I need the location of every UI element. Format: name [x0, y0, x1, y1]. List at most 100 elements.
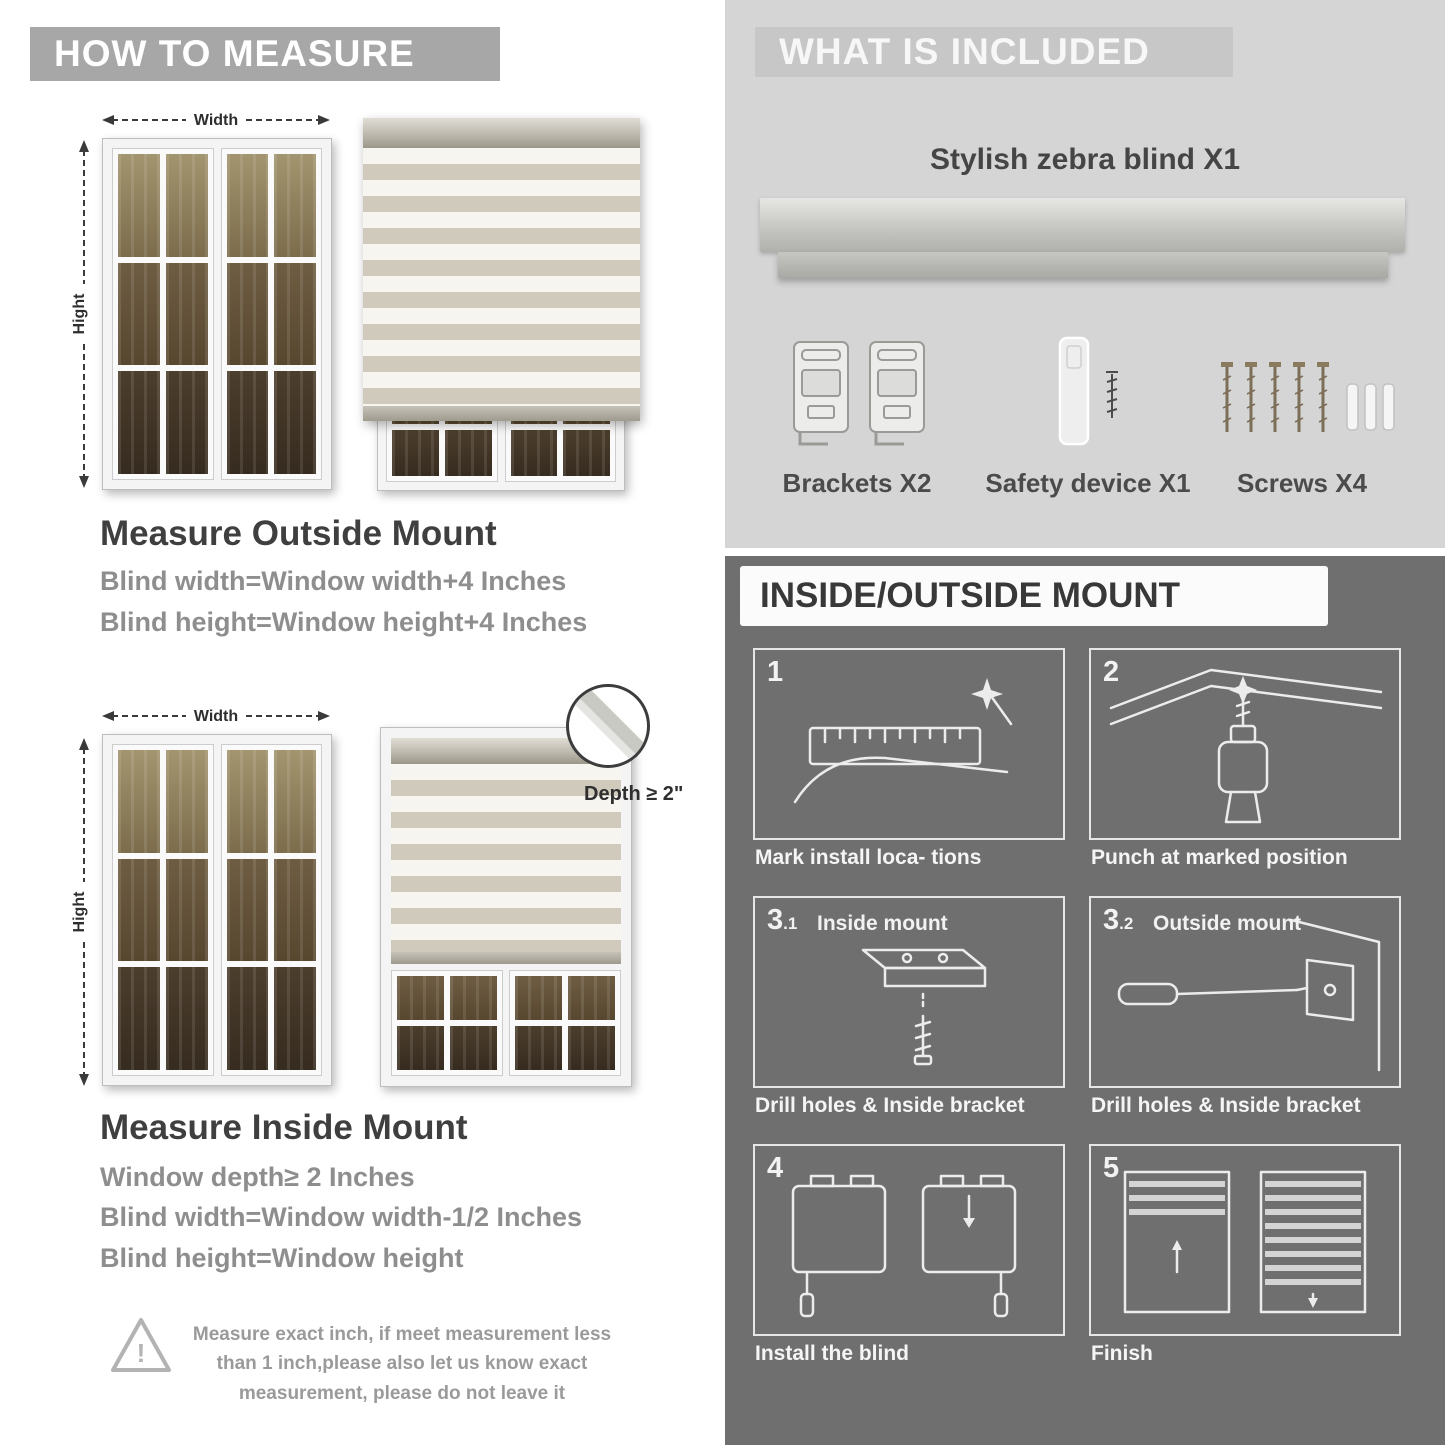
frame-inner — [391, 738, 621, 1076]
window-pane — [274, 858, 316, 962]
window-pane — [568, 976, 615, 1020]
screws-and-anchors — [1221, 362, 1395, 432]
window-pane — [226, 262, 269, 366]
step-5-caption: Finish — [1091, 1342, 1153, 1365]
window-pane — [515, 976, 562, 1020]
screw-icon — [1293, 362, 1305, 432]
how-to-measure-header: HOW TO MEASURE — [30, 27, 500, 81]
frame-corner-detail — [569, 693, 647, 765]
screw-icon — [1221, 362, 1233, 432]
window-illustration-outside — [102, 138, 332, 490]
drill-art — [1109, 668, 1383, 824]
window-pane — [397, 1026, 444, 1070]
window-pane — [226, 154, 269, 257]
window-illustration-inside — [102, 734, 332, 1086]
warning-exclamation: ! — [137, 1338, 146, 1368]
step-3-1-image: 3.1 Inside mount — [753, 896, 1065, 1088]
step-number: 3.2 — [1103, 904, 1134, 936]
window-pane — [450, 1026, 497, 1070]
window-pane — [510, 430, 558, 476]
outside-bracket-art — [1117, 918, 1381, 1072]
window-pane — [165, 750, 208, 853]
inside-mount-title: Measure Inside Mount — [100, 1108, 468, 1147]
depth-callout-circle — [566, 684, 650, 768]
window-pane — [118, 154, 160, 257]
mount-panel — [725, 556, 1445, 1445]
window-reveal — [391, 964, 621, 1076]
mark-star-icon — [971, 678, 1003, 710]
step-4-image: 4 — [753, 1144, 1065, 1336]
depth-requirement-label: Depth ≥ 2" — [584, 783, 684, 805]
window-pane — [226, 967, 269, 1070]
outside-height-formula: Blind height=Window height+4 Inches — [100, 607, 588, 637]
window-pane — [165, 858, 208, 962]
blind-stripes — [391, 764, 621, 952]
window-sash — [112, 148, 214, 480]
screw-icon — [1245, 362, 1257, 432]
outside-width-formula: Blind width=Window width+4 Inches — [100, 566, 567, 596]
window-sash — [112, 744, 214, 1076]
window-pane — [450, 976, 497, 1020]
window-pane — [274, 371, 316, 474]
window-pane — [274, 750, 316, 853]
step-title: Outside mount — [1153, 912, 1302, 935]
what-is-included-header: WHAT IS INCLUDED — [755, 27, 1233, 77]
blind-bottomrail — [363, 406, 640, 421]
zebra-blind-illustration-outside — [363, 118, 640, 493]
window-pane — [118, 262, 160, 366]
outside-mount-title: Measure Outside Mount — [100, 514, 497, 553]
inside-height-formula: Blind height=Window height — [100, 1243, 464, 1273]
zebra-blind — [363, 118, 640, 421]
step-2-caption: Punch at marked position — [1091, 846, 1348, 869]
headrail-valance — [777, 252, 1388, 278]
window-pane — [118, 858, 160, 962]
window-sash — [509, 970, 621, 1076]
window-pane — [118, 967, 160, 1070]
inside-outside-mount-header: INSIDE/OUTSIDE MOUNT — [740, 566, 1328, 626]
window-pane — [444, 430, 492, 476]
height-label: Hight — [71, 293, 88, 335]
window-pane — [515, 1026, 562, 1070]
step-number: 4 — [767, 1152, 784, 1184]
bracket-icon — [869, 341, 925, 446]
step-1-image: 1 — [753, 648, 1065, 840]
inside-bracket-art — [861, 948, 987, 1066]
safety-device-quantity-label: Safety device X1 — [985, 468, 1191, 498]
zebra-blind-headrail-image — [760, 198, 1405, 278]
width-arrow: Width — [102, 708, 330, 725]
blind-headrail — [363, 118, 640, 148]
window-pane — [165, 262, 208, 366]
window-sash — [391, 970, 503, 1076]
step-title: Inside mount — [817, 912, 948, 935]
step-number: 1 — [767, 656, 784, 688]
window-pane — [226, 750, 269, 853]
window-pane — [226, 371, 269, 474]
window-pane — [274, 967, 316, 1070]
step-1-caption: Mark install loca- tions — [755, 846, 982, 869]
install-blind-art — [791, 1174, 1017, 1318]
measurement-warning-text: Measure exact inch, if meet measurement … — [192, 1324, 612, 1404]
window-pane — [165, 371, 208, 474]
window-pane — [274, 262, 316, 366]
step-3-2-caption: Drill holes & Inside bracket — [1091, 1094, 1361, 1117]
screw-icon — [1317, 362, 1329, 432]
mark-locations-art — [793, 678, 1013, 804]
window-pane — [118, 371, 160, 474]
step-2-image: 2 — [1089, 648, 1401, 840]
zebra-blind-illustration-inside — [380, 727, 632, 1087]
safety-device-icon — [1058, 336, 1118, 446]
step-4-caption: Install the blind — [755, 1342, 910, 1365]
width-label: Width — [194, 112, 238, 129]
window-pane — [563, 430, 610, 476]
height-arrow: Hight — [71, 738, 89, 1086]
brackets-quantity-label: Brackets X2 — [782, 468, 932, 498]
window-pane — [118, 750, 160, 853]
height-label: Hight — [71, 891, 88, 933]
finish-art — [1123, 1170, 1367, 1314]
step-3-2-image: 3.2 Outside mount — [1089, 896, 1401, 1088]
window-pane — [568, 1026, 615, 1070]
warning-triangle-icon: ! — [111, 1318, 171, 1372]
screw-icon — [1106, 371, 1118, 418]
window-pane — [165, 154, 208, 257]
bracket-icon — [793, 341, 849, 446]
